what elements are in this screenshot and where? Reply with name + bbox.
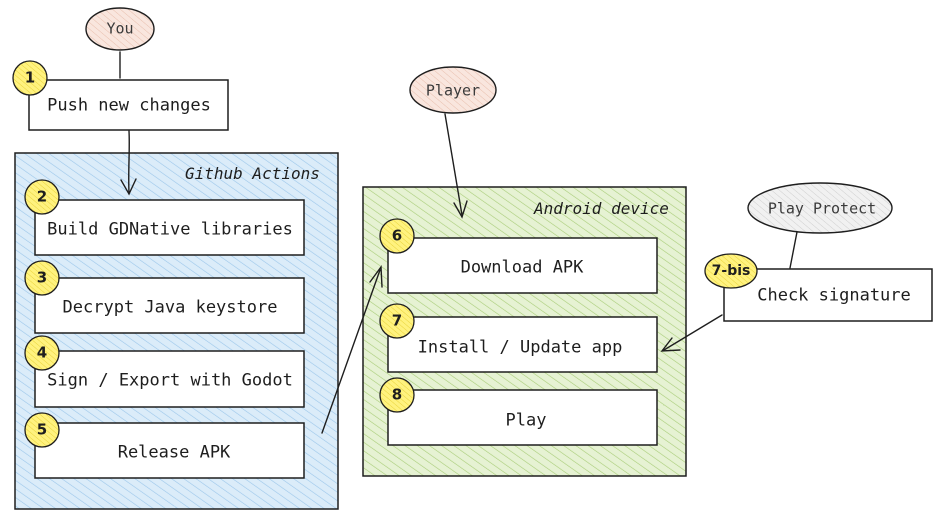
step-6-number: 6 bbox=[391, 226, 403, 245]
step-3-label: Decrypt Java keystore bbox=[62, 297, 278, 318]
step-1-label: Push new changes bbox=[47, 95, 211, 116]
check-to-install-arrow bbox=[663, 314, 723, 351]
step-6-box bbox=[387, 237, 658, 294]
step-4-label: Sign / Export with Godot bbox=[47, 370, 293, 391]
step-7-box bbox=[387, 316, 658, 373]
step-4-badge bbox=[24, 335, 60, 371]
github-actions-title: Github Actions bbox=[185, 164, 320, 183]
step-7-label: Install / Update app bbox=[417, 337, 623, 358]
step-7bis-box bbox=[723, 268, 933, 322]
step-4-box bbox=[34, 350, 305, 408]
step-8-label: Play bbox=[505, 410, 547, 431]
play-protect-label: Play Protect bbox=[767, 199, 877, 218]
step-7bis-number: 7-bis bbox=[711, 263, 751, 279]
step-3-number: 3 bbox=[36, 268, 48, 287]
you-label: You bbox=[106, 19, 134, 38]
push-to-build-arrow bbox=[128, 130, 130, 194]
step-5-badge bbox=[24, 412, 60, 448]
step-4-number: 4 bbox=[36, 343, 48, 362]
player-label: Player bbox=[425, 81, 481, 100]
step-8-badge bbox=[379, 377, 415, 413]
player-actor bbox=[409, 66, 497, 114]
step-8-number: 8 bbox=[391, 385, 403, 404]
step-5-number: 5 bbox=[36, 420, 48, 439]
step-8-box bbox=[387, 389, 658, 446]
step-7bis-badge bbox=[704, 253, 758, 289]
step-2-number: 2 bbox=[36, 187, 48, 206]
protect-to-check-line bbox=[789, 231, 798, 269]
step-2-badge bbox=[24, 179, 60, 215]
android-device-title: Android device bbox=[534, 199, 669, 218]
player-to-download-arrow bbox=[444, 113, 463, 216]
step-6-badge bbox=[379, 218, 415, 254]
step-6-label: Download APK bbox=[460, 257, 584, 278]
step-7-badge bbox=[379, 303, 415, 339]
step-1-badge bbox=[12, 60, 48, 96]
step-5-label: Release APK bbox=[117, 442, 231, 463]
play-protect-actor bbox=[747, 182, 893, 234]
release-to-download-arrow bbox=[321, 269, 381, 434]
step-2-label: Build GDNative libraries bbox=[47, 219, 293, 240]
step-1-number: 1 bbox=[24, 68, 36, 87]
step-2-box bbox=[34, 199, 305, 256]
step-1-box bbox=[28, 79, 229, 131]
step-3-badge bbox=[24, 260, 60, 296]
step-3-box bbox=[34, 277, 305, 334]
connector-arrows bbox=[119, 51, 798, 434]
step-5-box bbox=[34, 422, 305, 479]
you-actor bbox=[85, 7, 155, 51]
step-7-number: 7 bbox=[391, 311, 403, 330]
step-7bis-label: Check signature bbox=[757, 285, 911, 306]
